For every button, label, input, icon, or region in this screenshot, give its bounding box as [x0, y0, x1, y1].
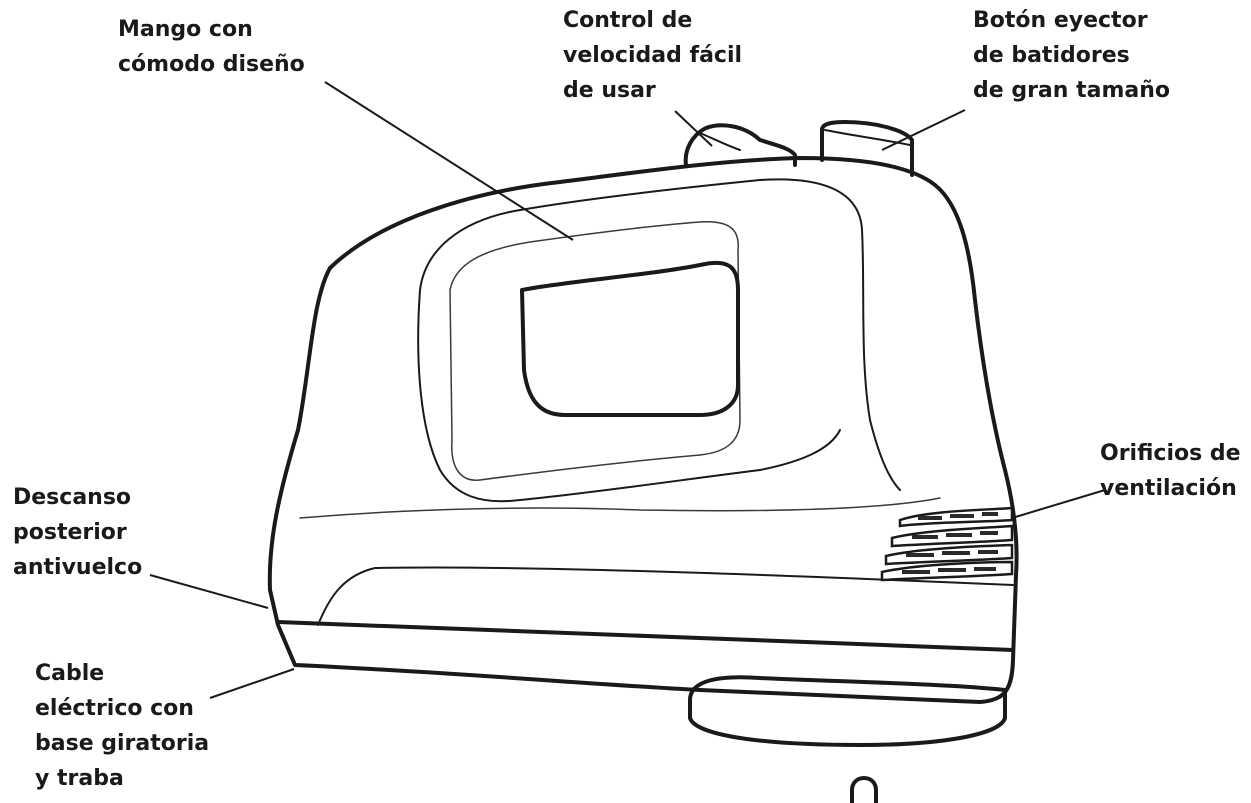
label-speed-control: Control de velocidad fácil de usar — [563, 8, 743, 103]
handle-outer — [419, 178, 901, 491]
leader-descanso — [149, 574, 269, 609]
base-line — [276, 620, 1015, 652]
ejector-button — [820, 120, 914, 177]
leader-control — [674, 110, 713, 147]
label-power-cord: Cable eléctrico con base giratoria y tra… — [35, 661, 210, 791]
label-heel-rest: Descanso posterior antivuelco — [13, 485, 143, 580]
label-comfortable-handle: Mango con cómodo diseño — [118, 17, 305, 77]
beater-socket — [850, 776, 878, 803]
leader-cable — [209, 668, 295, 699]
leader-orificios — [1011, 489, 1106, 519]
speed-control-knob — [683, 123, 797, 167]
ventilation-slots — [880, 506, 1014, 582]
leader-mango — [324, 81, 574, 241]
label-ventilation-holes: Orificios de ventilación — [1100, 441, 1241, 501]
waist-line — [299, 497, 941, 519]
mixer-body-outline — [267, 156, 1019, 704]
handle-grip-opening — [520, 260, 740, 417]
motor-base-cylinder — [688, 675, 1007, 747]
label-ejector-button: Botón eyector de batidores de gran tamañ… — [973, 8, 1171, 103]
lower-band — [317, 566, 1014, 626]
leader-boton — [881, 109, 966, 151]
handle-inner-contour — [417, 289, 841, 503]
handle-inner-line — [449, 221, 741, 481]
